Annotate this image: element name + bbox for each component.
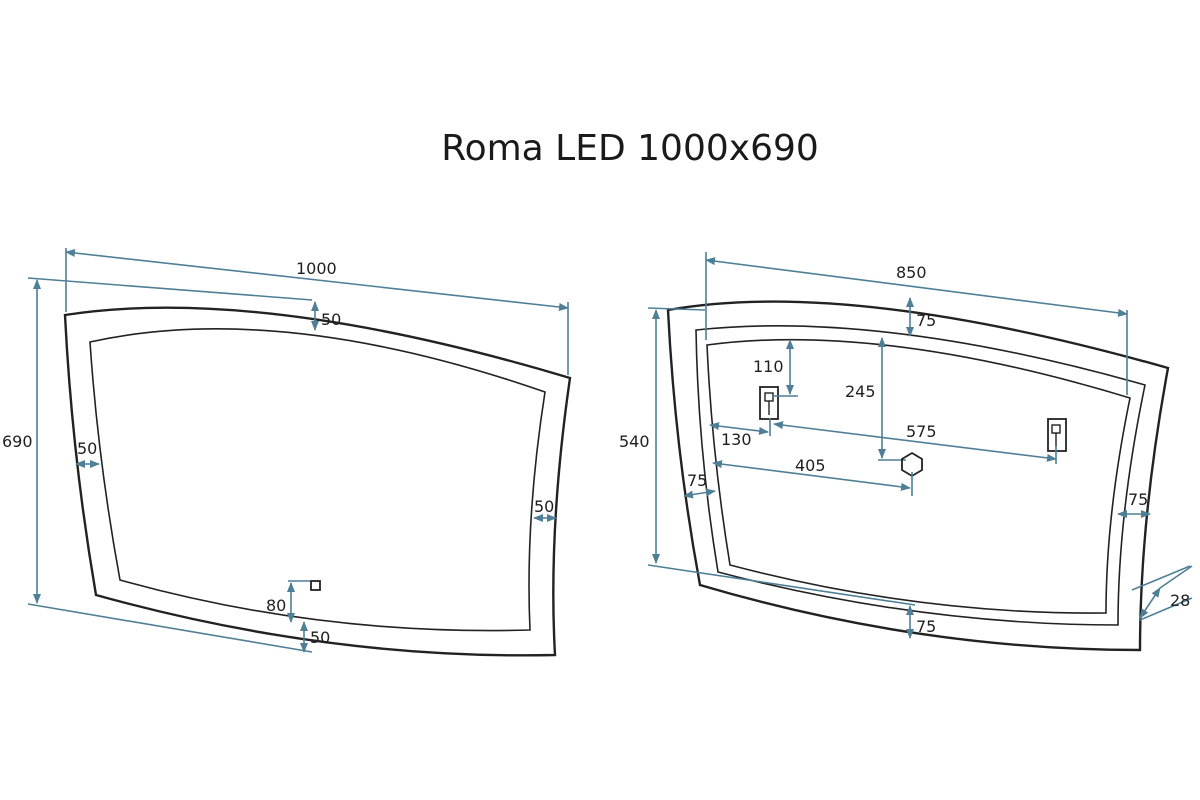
label-back-width: 850 [896,263,927,282]
label-front-right-border: 50 [534,497,554,516]
right-hook-icon [1047,418,1067,452]
back-frame-inner [706,338,1131,614]
label-back-depth: 28 [1170,591,1190,610]
label-back-bottom-offset: 75 [916,617,936,636]
back-mirror-outline [666,300,1170,652]
label-front-top-border: 50 [321,310,341,329]
label-front-height: 690 [2,432,33,451]
label-back-height: 540 [619,432,650,451]
front-mirror-glass-edge [89,328,546,632]
label-back-box-offset: 405 [795,456,826,475]
label-back-hook-drop: 110 [753,357,784,376]
label-front-width: 1000 [296,259,337,278]
dim-line-box-offset [712,460,911,491]
drawing-title: Roma LED 1000x690 [441,128,819,169]
dim-line-hook-left [709,422,769,435]
touch-switch-icon [310,580,321,591]
front-view: 1000 690 50 50 50 80 50 [2,248,572,657]
dim-line-hook-span [773,421,1057,462]
label-back-hook-left: 130 [721,430,752,449]
dim-line-depth [1139,587,1161,619]
dim-line-back-left-offset [683,488,716,499]
label-front-left-border: 50 [77,439,97,458]
dim-line-back-width [705,257,1128,317]
label-back-hook-span: 575 [906,422,937,441]
label-back-center-drop: 245 [845,382,876,401]
front-mirror-outline [63,306,572,657]
label-back-top-offset: 75 [916,311,936,330]
back-frame-outer [695,325,1146,626]
label-back-right-offset: 75 [1128,490,1148,509]
dim-line-width [65,249,569,311]
label-front-switch-offset: 80 [266,596,286,615]
left-hook-icon [759,386,779,420]
label-front-bottom-border: 50 [310,628,330,647]
label-back-left-offset: 75 [687,471,707,490]
back-view: 850 540 75 110 245 130 575 405 75 75 75 … [619,252,1193,652]
